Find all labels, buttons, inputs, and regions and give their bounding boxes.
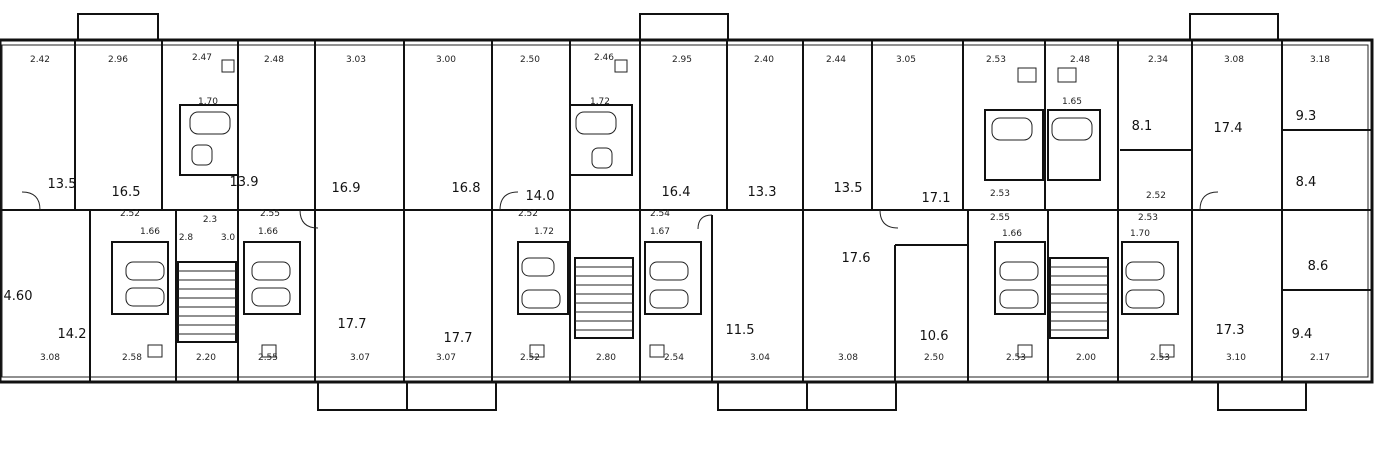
top-dimension-label: 2.46 xyxy=(594,53,614,63)
partitions xyxy=(74,40,1372,382)
bottom-dimension-label: 3.08 xyxy=(838,353,858,363)
inner-dimension-label: 1.65 xyxy=(1062,97,1082,107)
bottom-dimension-label: 2.55 xyxy=(258,353,278,363)
room-area-label: 11.5 xyxy=(726,323,755,338)
inner-dimension-label: 1.67 xyxy=(650,227,670,237)
top-dimension-label: 2.42 xyxy=(30,55,50,65)
inner-dimension-label: 2.53 xyxy=(990,189,1010,199)
room-area-label: 8.1 xyxy=(1132,119,1153,134)
room-area-label: 9.3 xyxy=(1296,109,1317,124)
top-dimension-label: 2.40 xyxy=(754,55,774,65)
bottom-dimension-label: 3.07 xyxy=(436,353,456,363)
room-area-label: 16.9 xyxy=(332,181,361,196)
top-dimension-label: 2.44 xyxy=(826,55,846,65)
top-dimension-label: 2.53 xyxy=(986,55,1006,65)
top-dimension-label: 2.34 xyxy=(1148,55,1168,65)
room-area-label: 4.60 xyxy=(4,289,33,304)
bottom-dimension-label: 2.50 xyxy=(924,353,944,363)
top-dimension-label: 2.47 xyxy=(192,53,212,63)
inner-dimension-label: 2.55 xyxy=(260,209,280,219)
inner-dimension-label: 1.72 xyxy=(590,97,610,107)
stair-block xyxy=(1049,257,1109,339)
room-area-label: 16.5 xyxy=(112,185,141,200)
room-area-label: 17.1 xyxy=(922,191,951,206)
inner-dimension-label: 2.54 xyxy=(650,209,670,219)
room-area-label: 17.3 xyxy=(1216,323,1245,338)
top-dimension-label: 2.50 xyxy=(520,55,540,65)
room-area-label: 10.6 xyxy=(920,329,949,344)
room-area-label: 17.4 xyxy=(1214,121,1243,136)
inner-dimension-label: 2.53 xyxy=(1138,213,1158,223)
inner-dimension-label: 1.70 xyxy=(1130,229,1150,239)
top-dimension-label: 3.00 xyxy=(436,55,456,65)
inner-dimension-label: 2.55 xyxy=(990,213,1010,223)
bottom-dimension-label: 3.08 xyxy=(40,353,60,363)
bathrooms-lower xyxy=(111,241,1179,358)
inner-dimension-label: 3.0 xyxy=(221,233,236,243)
room-area-label: 14.0 xyxy=(526,189,555,204)
room-area-label: 16.8 xyxy=(452,181,481,196)
inner-dimension-label: 2.52 xyxy=(1146,191,1166,201)
room-area-label: 13.5 xyxy=(48,177,77,192)
stairwells xyxy=(177,257,1109,343)
bathrooms-upper xyxy=(179,59,1101,181)
inner-dimension-label: 1.70 xyxy=(198,97,218,107)
labels: 13.5 16.5 13.9 16.9 16.8 14.0 16.4 13.3 13.5 17.1… xyxy=(4,53,1331,363)
top-dimension-label: 3.05 xyxy=(896,55,916,65)
room-area-label: 16.4 xyxy=(662,185,691,200)
bottom-dimension-label: 2.80 xyxy=(596,353,616,363)
top-dimension-label: 2.48 xyxy=(264,55,284,65)
bottom-dimension-label: 2.00 xyxy=(1076,353,1096,363)
inner-dimension-label: 2.52 xyxy=(120,209,140,219)
bottom-dimension-label: 3.04 xyxy=(750,353,770,363)
inner-dimension-label: 2.3 xyxy=(203,215,217,225)
inner-dimension-label: 1.66 xyxy=(258,227,278,237)
room-area-label: 13.5 xyxy=(834,181,863,196)
bottom-dimension-label: 2.52 xyxy=(520,353,540,363)
top-dimension-label: 3.08 xyxy=(1224,55,1244,65)
room-area-label: 17.7 xyxy=(444,331,473,346)
bottom-dimension-label: 2.53 xyxy=(1006,353,1026,363)
inner-dimension-label: 1.66 xyxy=(1002,229,1022,239)
inner-dimension-label: 1.72 xyxy=(534,227,554,237)
doors xyxy=(21,191,1219,230)
top-dimension-label: 2.96 xyxy=(108,55,128,65)
bottom-dimension-label: 3.07 xyxy=(350,353,370,363)
room-area-label: 8.4 xyxy=(1296,175,1317,190)
bottom-dimension-label: 3.10 xyxy=(1226,353,1246,363)
stair-block xyxy=(574,257,634,339)
inner-dimension-label: 1.66 xyxy=(140,227,160,237)
top-dimension-label: 3.03 xyxy=(346,55,366,65)
room-area-label: 17.6 xyxy=(842,251,871,266)
top-dimension-label: 2.95 xyxy=(672,55,692,65)
room-area-label: 14.2 xyxy=(58,327,87,342)
bottom-dimension-label: 2.53 xyxy=(1150,353,1170,363)
top-dimension-label: 3.18 xyxy=(1310,55,1330,65)
inner-dimension-label: 2.8 xyxy=(179,233,194,243)
bottom-dimension-label: 2.58 xyxy=(122,353,142,363)
room-area-label: 9.4 xyxy=(1292,327,1313,342)
room-area-label: 13.9 xyxy=(230,175,259,190)
inner-dimension-label: 2.52 xyxy=(518,209,538,219)
room-area-label: 17.7 xyxy=(338,317,367,332)
stair-block xyxy=(177,261,237,343)
room-area-label: 8.6 xyxy=(1308,259,1329,274)
top-dimension-label: 2.48 xyxy=(1070,55,1090,65)
bottom-dimension-label: 2.17 xyxy=(1310,353,1330,363)
room-area-label: 13.3 xyxy=(748,185,777,200)
bottom-dimension-label: 2.54 xyxy=(664,353,684,363)
bottom-dimension-label: 2.20 xyxy=(196,353,216,363)
